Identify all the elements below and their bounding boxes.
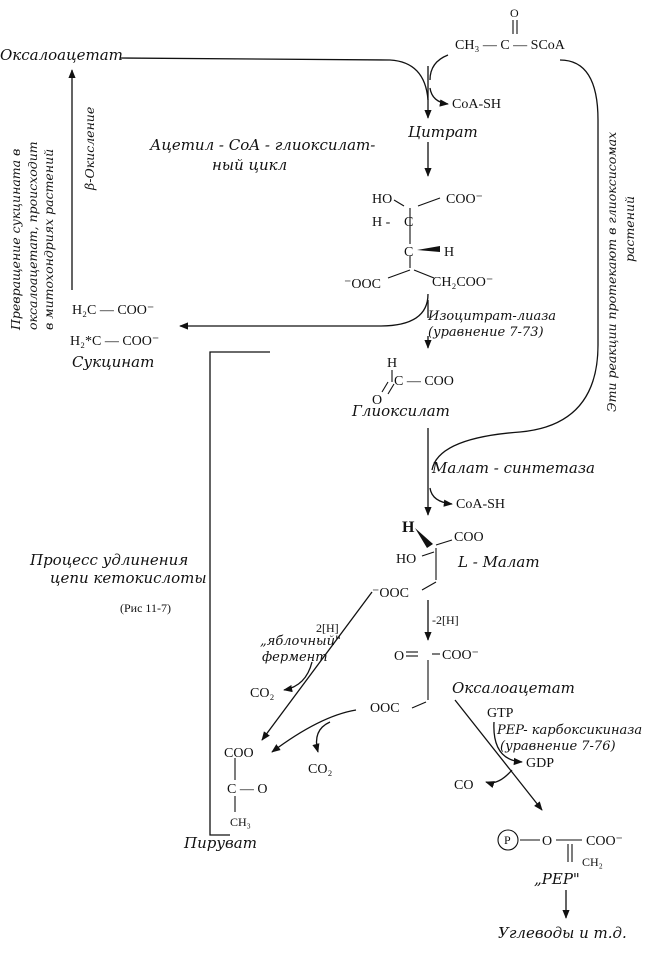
co2-release-arrow-3: [485, 769, 513, 789]
pep-carboxykinase-equation: (уравнение 7-76): [500, 739, 616, 754]
conversion-label-2: оксалоацетат, происходит: [25, 141, 40, 330]
pep-o: O: [542, 834, 552, 849]
succinate-label: Сукцинат: [72, 353, 154, 371]
oxaloacetate-coo: COO⁻: [442, 648, 479, 663]
glyoxylate-o: O: [372, 393, 382, 408]
oxaloacetate-ooc: OOC: [370, 701, 400, 716]
diagram-labels: Оксалоацетат O CH₃ — C — SCoA CoA-SH Цит…: [0, 6, 642, 942]
acetyl-coa-formula: CH₃ — C — SCoA: [455, 38, 566, 53]
isocitrate-wedge-bond: [417, 246, 440, 252]
two-h-left: 2[H]: [316, 621, 339, 635]
glyoxylate-label: Глиоксилат: [351, 402, 450, 420]
elongation-bracket: [209, 351, 270, 836]
elongation-label-1: Процесс удлинения: [29, 551, 188, 569]
co2-label-a: CO₂: [250, 686, 274, 701]
conversion-label-1: Превращение сукцината в: [8, 149, 23, 331]
pep-carboxykinase-label: PEP- карбоксикиназа: [496, 723, 642, 738]
isocitrate-coo: COO⁻: [446, 192, 483, 207]
conversion-label-3: в митохондриях растений: [41, 149, 56, 330]
elongation-label-2: цепи кетокислоты: [50, 569, 207, 587]
citrate-label: Цитрат: [408, 123, 478, 141]
cycle-name-line-2: ный цикл: [212, 156, 287, 174]
oxaloacetate-bottom-label: Оксалоацетат: [452, 679, 575, 697]
malate-wedge-bond: [415, 528, 433, 548]
phosphate-circle: [497, 829, 519, 851]
malic-enzyme-label-1: „яблочный": [260, 634, 341, 649]
glyoxysomes-label-1: Эти реакции протекают в глиоксисомах: [604, 132, 619, 412]
malate-ooc: ⁻OOC: [372, 586, 409, 601]
pep-coo: COO⁻: [586, 834, 623, 849]
acetyl-coa-join-line: [429, 54, 449, 81]
coa-sh-release-arrow-2: [429, 487, 453, 507]
pyruvate-coo: COO: [224, 746, 254, 761]
phosphate-p: P: [504, 833, 511, 847]
carbohydrates-label: Углеводы и т.д.: [498, 924, 627, 942]
pyruvate-co: C — O: [227, 782, 267, 797]
succinate-line-1: H₂C — COO⁻: [72, 303, 154, 318]
malate-synthase-label: Малат - синтетаза: [431, 459, 595, 477]
isocitrate-h2: H: [444, 245, 454, 260]
oxaloacetate-to-pyruvate-arrow: [271, 709, 357, 753]
pep-ch2: CH₂: [582, 855, 603, 869]
isocitrate-c1: C: [404, 215, 413, 230]
isocitrate-ch2coo: CH₂COO⁻: [432, 275, 493, 290]
cycle-name-line-1: Ацетил - CoA - глиоксилат-: [149, 136, 375, 154]
oxaloacetate-o: O: [394, 649, 404, 664]
oxaloacetate-to-pep-arrow: [454, 699, 543, 811]
isocitrate-ooc: ⁻OOC: [344, 277, 381, 292]
malate-ho: HO: [396, 552, 416, 567]
co2-release-arrow-2: [312, 721, 331, 753]
co2-release-arrow-1: [283, 661, 313, 693]
co2-label-b: CO₂: [308, 762, 332, 777]
co2-label-c: CO: [454, 778, 473, 793]
malate-coo: COO: [454, 530, 484, 545]
oxaloacetate-top-label: Оксалоацетат: [0, 46, 123, 64]
malic-enzyme-arrow: [261, 591, 373, 741]
gtp-to-gdp-arrow: [493, 721, 523, 766]
pep-label: „PEP": [534, 870, 580, 888]
isocitrate-c2: C: [404, 245, 413, 260]
chemical-bonds: [234, 20, 582, 862]
pathway-arrows: [68, 54, 599, 919]
glyoxylate-c: C — COO: [394, 374, 454, 389]
isocitrate-to-succinate-arrow: [179, 293, 429, 330]
coa-sh-label-2: CoA-SH: [456, 497, 505, 512]
gdp-label: GDP: [526, 756, 554, 771]
beta-oxidation-label: β-Окисление: [82, 107, 97, 191]
pyruvate-ch3: CH₃: [230, 815, 251, 829]
succinate-line-2: H₂*C — COO⁻: [70, 334, 159, 349]
oxaloacetate-to-citrate-line: [119, 57, 429, 101]
isocitrate-lyase-equation: (уравнение 7-73): [428, 325, 544, 340]
pyruvate-label: Пируват: [183, 834, 257, 852]
glyoxylate-h: H: [387, 356, 397, 371]
figure-reference: (Рис 11-7): [120, 601, 171, 615]
coa-sh-release-arrow: [429, 87, 449, 107]
acetyl-coa-to-malate-synthase-line: [431, 59, 599, 471]
two-h-right: -2[H]: [432, 613, 459, 627]
coa-sh-label-1: CoA-SH: [452, 97, 501, 112]
acetyl-coa-oxygen: O: [510, 6, 519, 20]
glyoxysomes-label-2: растений: [622, 196, 637, 262]
malic-enzyme-label-2: фермент: [262, 650, 328, 665]
isocitrate-h1: H -: [372, 215, 391, 230]
isocitrate-lyase-label: Изоцитрат-лиаза: [427, 309, 556, 324]
gtp-label: GTP: [487, 706, 514, 721]
isocitrate-ho: HO: [372, 192, 392, 207]
malate-label: L - Малат: [457, 553, 540, 571]
malate-h: H: [402, 519, 415, 536]
